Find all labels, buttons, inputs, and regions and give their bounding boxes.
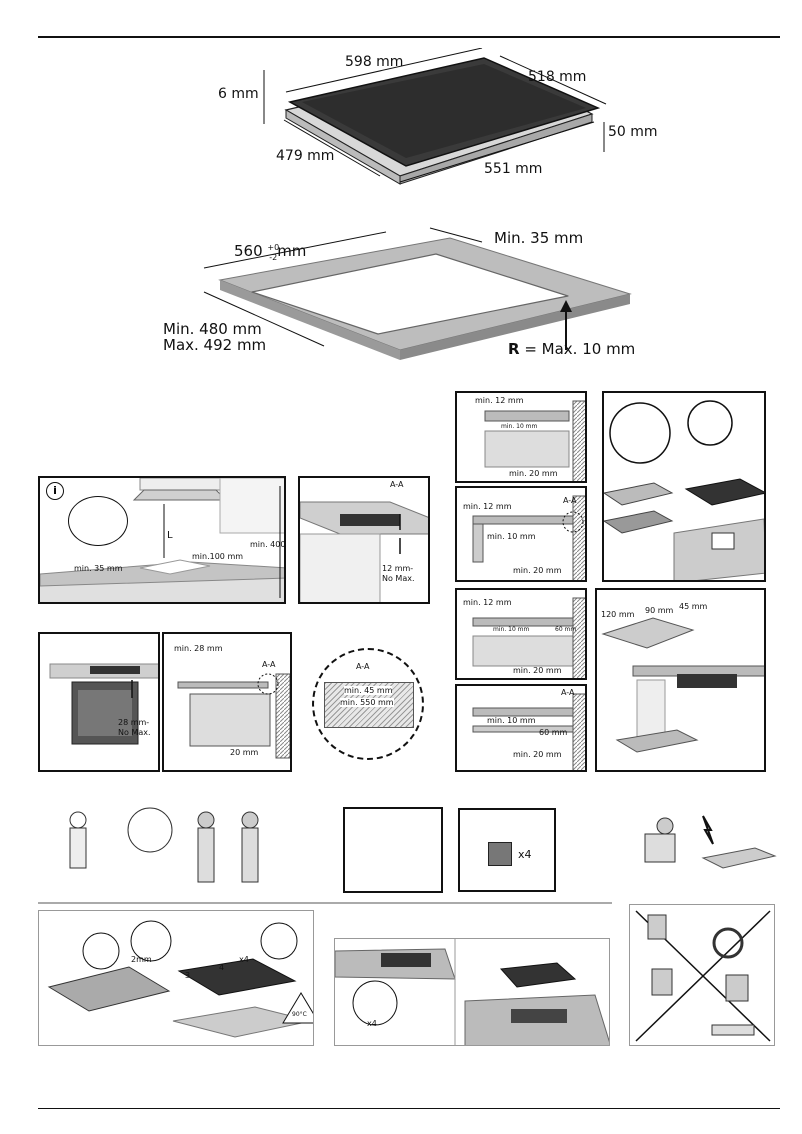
- hob-dimension-drawing: [263, 48, 607, 185]
- p3-min-10-label: min. 10 mm: [493, 626, 530, 633]
- p4-min-20-label: min. 20 mm: [513, 750, 562, 759]
- body-height-label: 50 mm: [608, 124, 658, 140]
- info-icon-glyph: i: [53, 484, 57, 497]
- prohibited-connections-sketch: [635, 910, 771, 1042]
- body-depth-label: 479 mm: [276, 148, 335, 164]
- clips-count: x4: [518, 848, 532, 861]
- l-dimension-label: L: [167, 530, 173, 541]
- worktop-nomax-label: No Max.: [382, 574, 415, 583]
- section-a-a-detail: A-A min. 45 mm min. 550 mm: [312, 648, 424, 760]
- radius-letter: R: [508, 340, 520, 358]
- p1-min-20-label: min. 20 mm: [509, 469, 558, 478]
- clearance-sketch-2: [472, 495, 585, 580]
- install-steps-sketch: [47, 920, 313, 1038]
- worktop-cutout-drawing: [203, 227, 632, 360]
- wd-120-label: 120 mm: [601, 610, 635, 619]
- hob-depth-label: 518 mm: [528, 69, 587, 85]
- top-rule: [38, 36, 780, 38]
- manual-hood-icon: [68, 496, 128, 546]
- removal-steps-panel: x4: [334, 938, 610, 1046]
- cutout-depth-max-label: Max. 492 mm: [163, 336, 267, 354]
- bottom-rule: [38, 1108, 780, 1109]
- kitchen-overview-panel: i L min. 400 mm min.100 mm min. 35 mm: [38, 476, 286, 604]
- removal-steps-sketch: [335, 939, 609, 1045]
- p3-min-20-label: min. 20 mm: [513, 666, 562, 675]
- section-label: A-A: [390, 480, 404, 489]
- corner-radius-label: R = Max. 10 mm: [508, 340, 635, 358]
- p2-min-12-label: min. 12 mm: [463, 502, 512, 511]
- wd-90-label: 90 mm: [645, 606, 674, 615]
- min-35-label: min. 35 mm: [74, 564, 123, 573]
- temperature-label: 90°C: [292, 1011, 307, 1018]
- prohibited-connections-panel: [629, 904, 775, 1046]
- info-icon: i: [46, 482, 64, 500]
- p1-min-12-label: min. 12 mm: [475, 396, 524, 405]
- p4-section-label: A-A: [561, 688, 575, 697]
- p3-min-12-label: min. 12 mm: [463, 598, 512, 607]
- glass-thickness-label: 6 mm: [218, 86, 259, 102]
- hob-width-label: 598 mm: [345, 54, 404, 70]
- min-400-label: min. 400 mm: [250, 540, 286, 549]
- install-step-count: x4: [239, 955, 249, 964]
- oven-28mm-label: 28 mm-: [118, 718, 150, 727]
- section-a-a-oven-panel: min. 28 mm A-A 20 mm: [162, 632, 292, 772]
- detail-min-45-label: min. 45 mm: [344, 686, 393, 695]
- cutout-edge-label: Min. 35 mm: [494, 229, 584, 247]
- gap-label: 2mm: [131, 955, 152, 964]
- min-28-label: min. 28 mm: [174, 644, 223, 653]
- clearance-sketch-1: [484, 400, 585, 481]
- safety-and-tools-illustrations: [69, 807, 443, 893]
- worktop-dimension-sketch: [601, 617, 764, 753]
- mount-instructions-sketch: [604, 400, 764, 580]
- corner-3-label: 3: [185, 971, 191, 980]
- cutout-width-unit: mm: [277, 242, 307, 260]
- clearance-panel-bottom-2: A-A min. 10 mm 60 mm min. 20 mm: [455, 684, 587, 772]
- oven-nomax-label: No Max.: [118, 728, 151, 737]
- section-divider: [38, 902, 612, 904]
- p2-min-20-label: min. 20 mm: [513, 566, 562, 575]
- cutout-width-label: 560 +0-2mm: [234, 242, 306, 262]
- section-label-2: A-A: [262, 660, 276, 669]
- oven-installation-sketch: [49, 663, 158, 745]
- mount-instructions-panel: [602, 391, 766, 582]
- electrician-illustration: [644, 815, 777, 869]
- clearance-sketch-3: [472, 597, 585, 678]
- cutout-tolerance-minus: -2: [269, 253, 278, 262]
- corner-4-label: 4: [219, 963, 225, 972]
- p1-min-10-label: min. 10 mm: [501, 423, 538, 430]
- radius-text: = Max. 10 mm: [519, 340, 636, 358]
- kitchen-overview-sketch: [40, 478, 284, 602]
- clearance-sketch-4: [472, 693, 585, 770]
- p2-min-10-label: min. 10 mm: [487, 532, 536, 541]
- clearance-panel-top-2: A-A min. 12 mm min. 10 mm min. 20 mm: [455, 486, 587, 582]
- clips-box: x4: [458, 808, 556, 892]
- min-100-label: min.100 mm: [192, 552, 244, 561]
- worktop-section-sketch: [300, 501, 428, 602]
- clearance-panel-top-1: min. 12 mm min. 10 mm min. 20 mm: [455, 391, 587, 483]
- p4-60-label: 60 mm: [539, 728, 568, 737]
- oven-section-sketch: [177, 673, 290, 759]
- worktop-12mm-label: 12 mm-: [382, 564, 414, 573]
- worktop-dimension-panel: 120 mm 90 mm 45 mm: [595, 588, 766, 772]
- p2-section-label: A-A: [563, 496, 577, 505]
- detail-min-550-label: min. 550 mm: [340, 698, 394, 707]
- over-oven-panel: 28 mm- No Max.: [38, 632, 160, 772]
- body-width-label: 551 mm: [484, 161, 543, 177]
- p3-60-label: 60 mm: [555, 626, 577, 633]
- clip-icon: [488, 842, 512, 866]
- screws-count: x4: [367, 1019, 377, 1028]
- install-steps-panel: 2mm 3 4 x4 90°C: [38, 910, 314, 1046]
- section-a-a-worktop-panel: A-A 12 mm- No Max.: [298, 476, 430, 604]
- p4-min-10-label: min. 10 mm: [487, 716, 536, 725]
- detail-section-label: A-A: [356, 662, 370, 671]
- clearance-panel-bottom-1: min. 12 mm min. 10 mm 60 mm min. 20 mm: [455, 588, 587, 680]
- cutout-depth-min-label: Min. 480 mm: [163, 320, 262, 338]
- depth-20-label: 20 mm: [230, 748, 259, 757]
- wd-45-label: 45 mm: [679, 602, 708, 611]
- cutout-tolerance-plus: +0: [267, 243, 280, 252]
- cutout-width-value: 560: [234, 242, 268, 260]
